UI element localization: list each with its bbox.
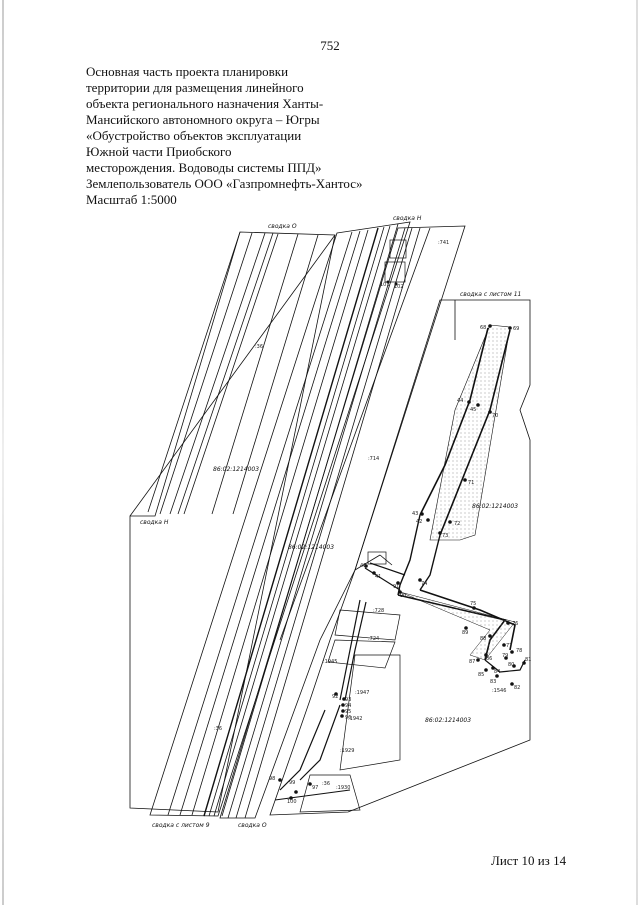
point-label: 68 (480, 325, 486, 331)
title-line: объекта регионального назначения Ханты- (86, 96, 324, 111)
sheet-label: Лист 10 из 14 (491, 853, 567, 868)
match-label: сводка О (238, 822, 267, 829)
match-label: сводка Н (140, 519, 169, 526)
point-label: 82 (514, 685, 520, 691)
point-label: 86 (486, 656, 492, 662)
point-label: 91 (393, 584, 399, 590)
cadastral-label: 86:02:1214003 (288, 544, 334, 551)
point-label: 92 (332, 694, 338, 700)
parcel-label: :1947 (355, 690, 369, 696)
point-label: 78 (516, 648, 522, 654)
pipeline-route (274, 324, 526, 801)
point-label: 76 (512, 621, 518, 627)
point-label: 81 (525, 657, 531, 663)
point-label: 79 (502, 653, 508, 659)
point-label: 80 (508, 662, 514, 668)
cadastral-label: 86:02:1214003 (472, 503, 518, 510)
title-block: Основная часть проекта планировки террит… (86, 64, 386, 208)
point-label: 84 (494, 669, 500, 675)
point-label: 74 (421, 581, 427, 587)
match-label: сводка с листом 11 (460, 291, 521, 298)
parcel-label: :728 (373, 608, 384, 614)
small-parcels (299, 239, 407, 813)
parcel-label: :36 (255, 344, 263, 350)
point-label: 72 (454, 521, 460, 527)
point-label: 97 (312, 785, 318, 791)
title-line: «Обустройство объектов эксплуатации (86, 128, 302, 143)
point-label: 43 (412, 511, 418, 517)
scan-edge-right (636, 0, 638, 905)
parcel-label: :1930 (336, 785, 350, 791)
point-label: 102 (394, 284, 404, 290)
point-label: 95 (345, 709, 351, 715)
point-label: 89 (462, 630, 468, 636)
title-line: Масштаб 1:5000 (86, 192, 177, 207)
point-label: 88 (480, 636, 486, 642)
corridor-band (149, 221, 411, 817)
point-label: 40 (360, 563, 366, 569)
point-label: 42 (416, 519, 422, 525)
point-label: 99 (289, 780, 295, 786)
point-label: 75 (470, 601, 476, 607)
point-label: 73 (442, 533, 448, 539)
point-label: 83 (490, 679, 496, 685)
point-label: 77 (506, 643, 512, 649)
point-label: 44 (457, 398, 463, 404)
parcel-label: :724 (368, 636, 379, 642)
title-line: Мансийского автономного округа – Югры (86, 112, 320, 127)
point-label: 94 (345, 703, 351, 709)
point-label: 70 (492, 413, 498, 419)
parcel-label: :36 (322, 781, 330, 787)
point-label: 90 (400, 593, 406, 599)
page-number: 752 (320, 38, 340, 53)
right-corridor (219, 225, 466, 819)
title-line: территории для размещения линейного (86, 80, 304, 95)
title-line: Землепользователь ООО «Газпромнефть-Хант… (86, 176, 363, 191)
scan-edge-left (2, 0, 4, 905)
match-label: сводка с листом 9 (152, 822, 210, 829)
point-label: 96 (345, 715, 351, 721)
point-label: 98 (269, 776, 275, 782)
point-label: 101 (380, 282, 390, 288)
title-line: Южной части Приобского (86, 144, 232, 159)
match-label: сводка Н (393, 215, 422, 222)
point-label: 69 (513, 326, 519, 332)
title-line: месторождения. Водоводы системы ППД» (86, 160, 322, 175)
parcel-label: :741 (438, 240, 449, 246)
match-label: сводка О (268, 223, 297, 230)
cadastral-label: 86:02:1214003 (425, 717, 471, 724)
point-label: 71 (468, 480, 474, 486)
point-label: 45 (470, 407, 476, 413)
cadastral-label: 86:02:1214003 (213, 466, 259, 473)
parcel-label: :1546 (492, 688, 506, 694)
parcel-label: :1942 (348, 716, 362, 722)
turning-points: 69 68 44 45 70 71 43 42 72 73 74 75 76 7… (269, 280, 531, 805)
point-label: 93 (345, 697, 351, 703)
point-label: 100 (287, 799, 297, 805)
left-sheet-panel (129, 231, 336, 813)
parcel-label: :1945 (323, 659, 337, 665)
parcel-label: :36 (214, 726, 222, 732)
point-label: 85 (478, 672, 484, 678)
point-label: 41 (375, 574, 381, 580)
parcel-label: :714 (368, 456, 379, 462)
parcel-label: :1929 (340, 748, 354, 754)
title-line: Основная часть проекта планировки (86, 64, 289, 79)
point-label: 87 (469, 659, 475, 665)
